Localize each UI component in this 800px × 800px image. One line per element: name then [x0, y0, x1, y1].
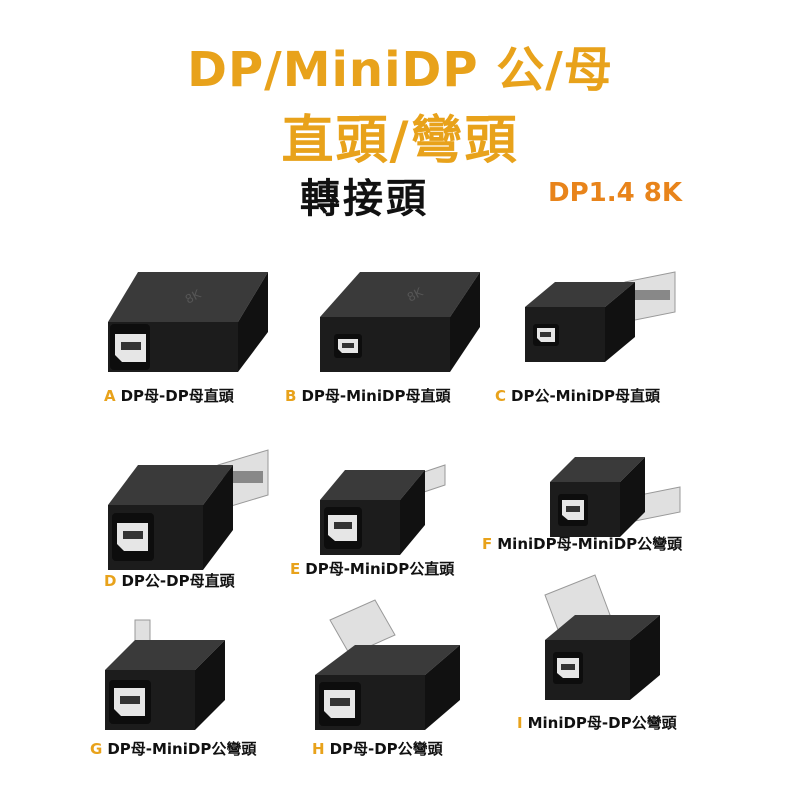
title-line-2: 直頭/彎頭	[281, 111, 519, 171]
product-h-name: DP母-DP公彎頭	[329, 740, 443, 758]
product-f-letter: F	[482, 535, 493, 553]
svg-text:8K: 8K	[183, 286, 204, 306]
product-e-name: DP母-MiniDP公直頭	[305, 560, 455, 578]
product-a-name: DP母-DP母直頭	[120, 387, 234, 405]
product-e-letter: E	[290, 560, 301, 578]
title-line-1: DP/MiniDP 公/母	[187, 42, 613, 98]
product-c-image	[525, 271, 676, 362]
product-h-letter: H	[312, 740, 325, 758]
product-a-letter: A	[104, 387, 116, 405]
product-f-name: MiniDP母-MiniDP公彎頭	[497, 535, 683, 553]
product-d-letter: D	[104, 572, 117, 590]
product-h-image	[315, 599, 460, 730]
spec-badge: DP1.4 8K	[548, 178, 682, 208]
product-i-image	[544, 574, 660, 700]
product-i-letter: I	[517, 714, 523, 732]
title-line-3: 轉接頭	[300, 176, 429, 222]
product-g-name: DP母-MiniDP公彎頭	[107, 740, 257, 758]
product-b-image: 8K	[320, 272, 480, 372]
product-e-image	[320, 464, 446, 555]
product-f-image	[550, 457, 681, 537]
product-b-name: DP母-MiniDP母直頭	[301, 387, 451, 405]
product-b-letter: B	[285, 387, 297, 405]
product-g-letter: G	[90, 740, 103, 758]
product-i-name: MiniDP母-DP公彎頭	[527, 714, 677, 732]
svg-text:8K: 8K	[405, 284, 426, 304]
product-c-letter: C	[495, 387, 507, 405]
product-d-name: DP公-DP母直頭	[121, 572, 235, 590]
product-a-image: 8K	[108, 272, 268, 372]
product-c-name: DP公-MiniDP母直頭	[511, 387, 661, 405]
product-g-image	[105, 619, 225, 730]
product-d-image	[108, 449, 269, 570]
